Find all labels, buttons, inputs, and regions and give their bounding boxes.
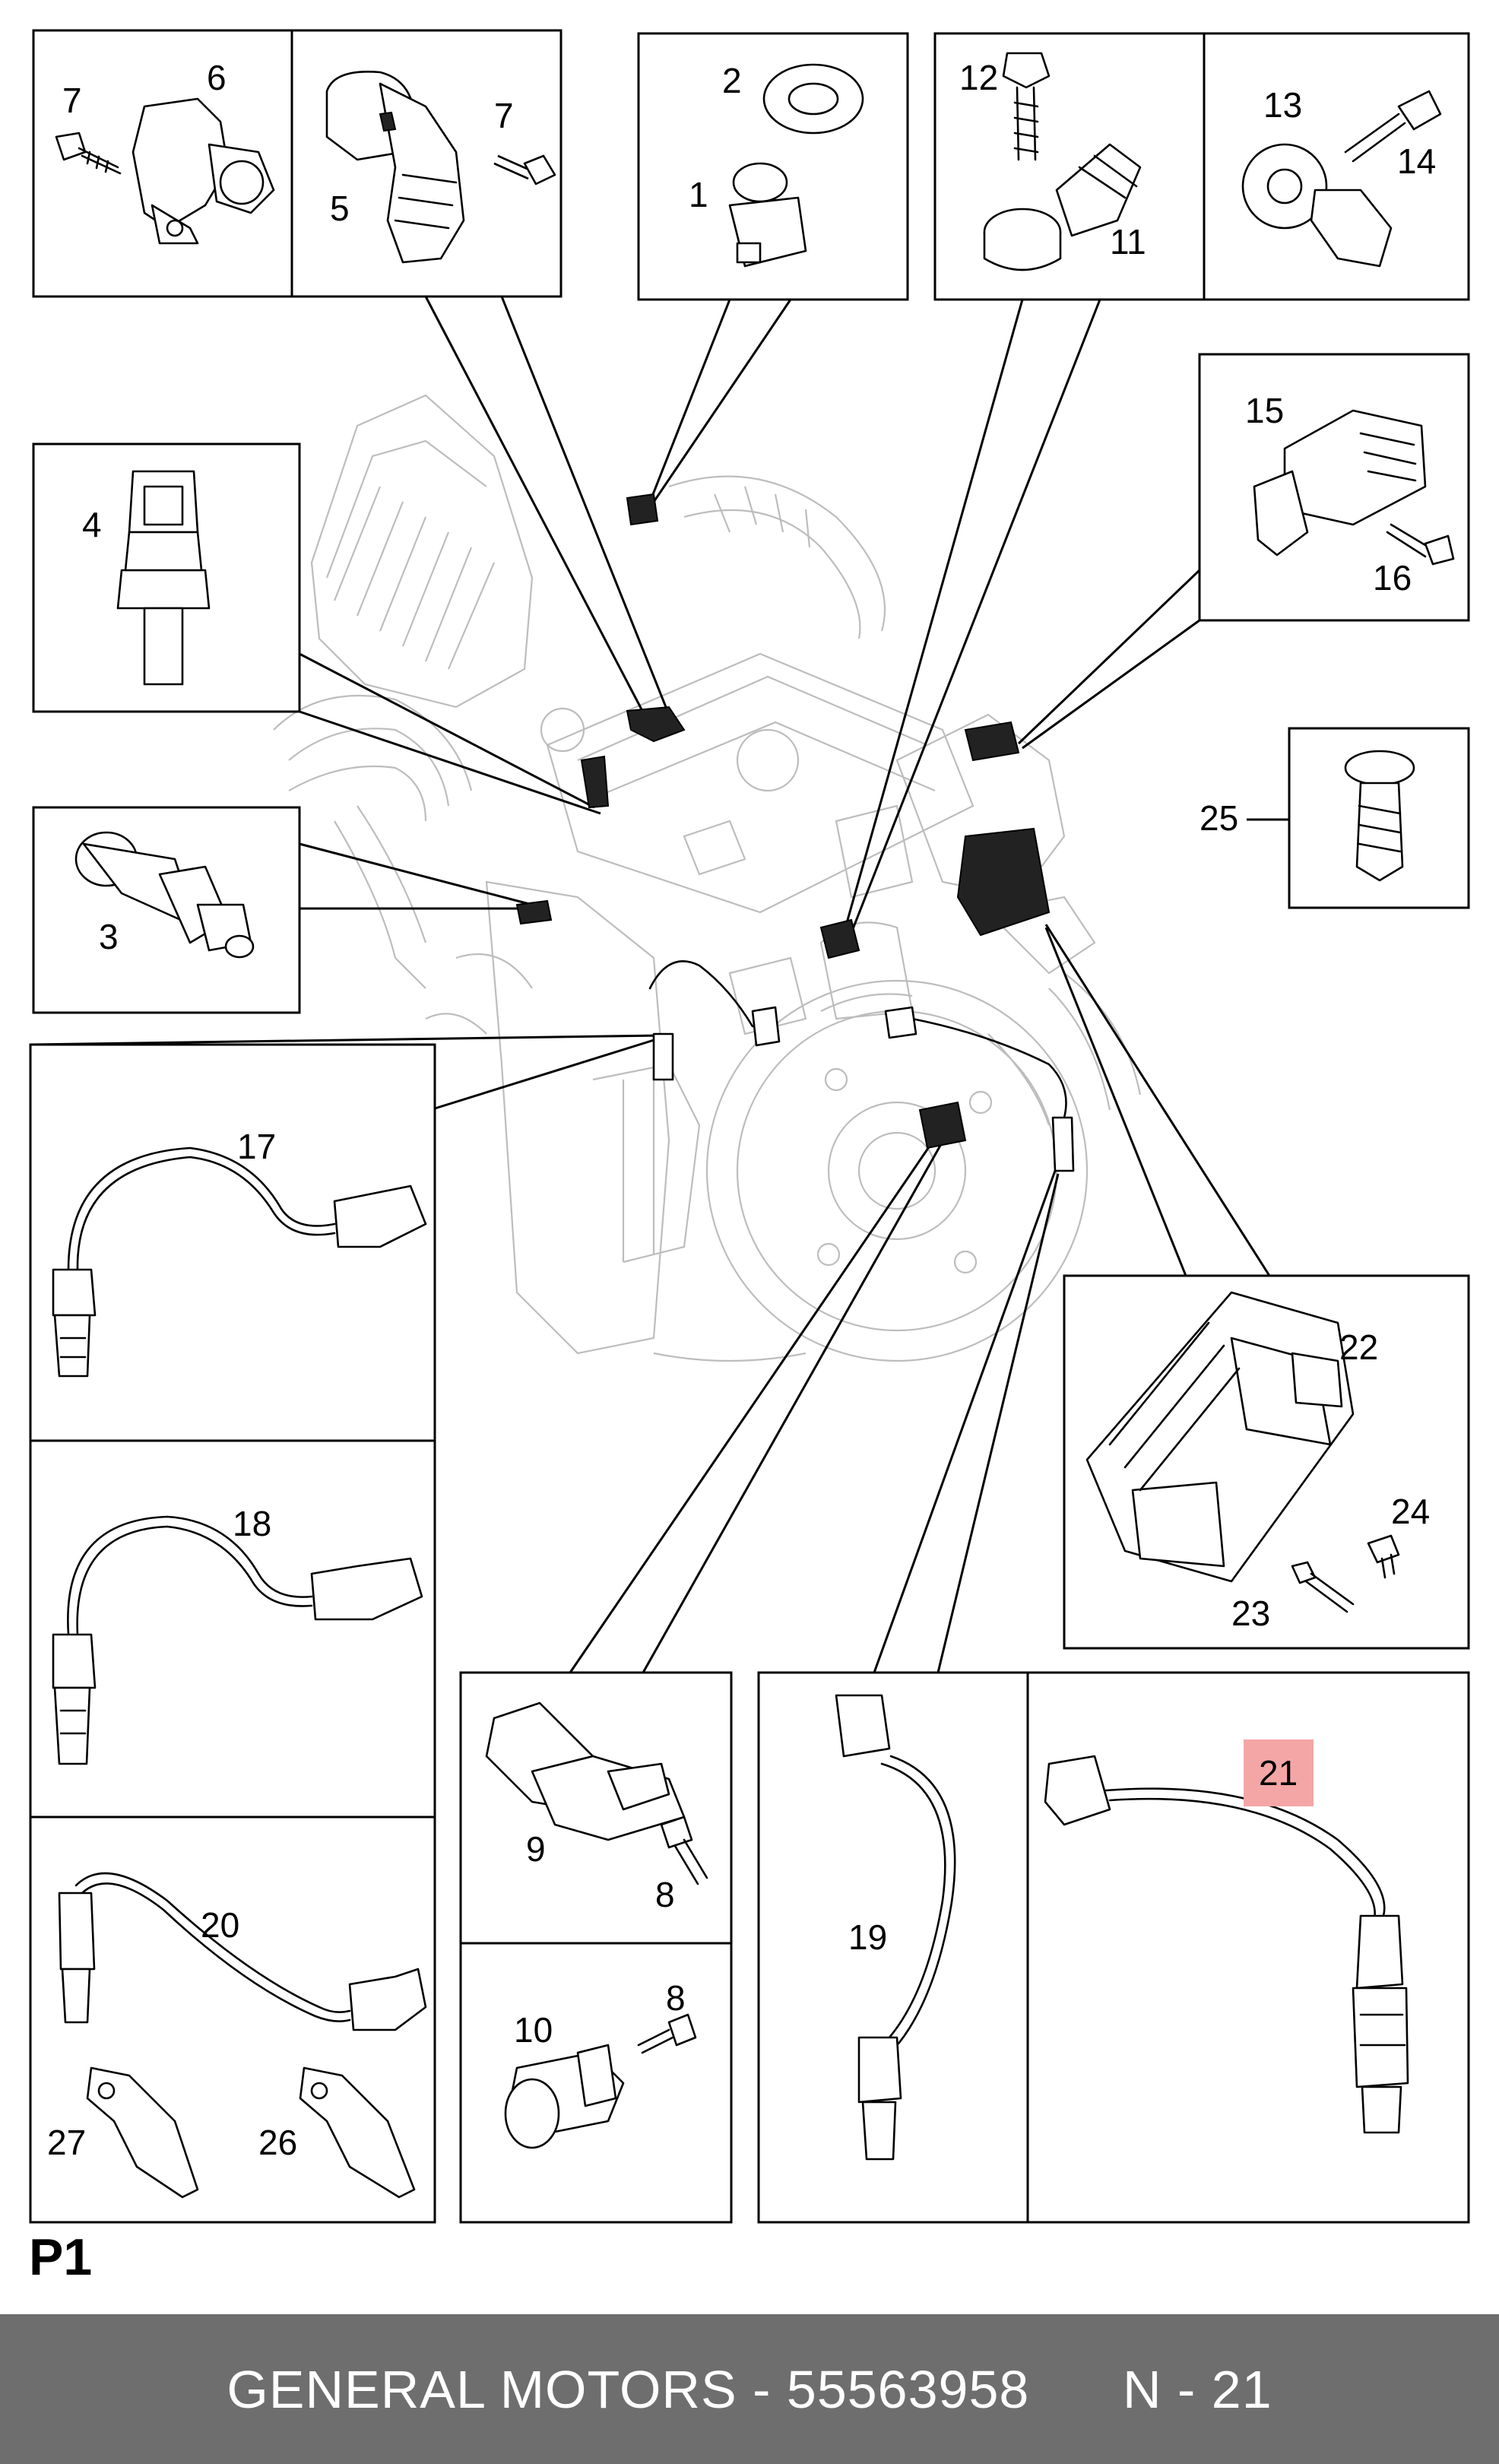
engine-mounted-parts: [515, 493, 1075, 1172]
box-parts-13-14: [1203, 32, 1470, 301]
footer-separator: -: [737, 2359, 787, 2419]
callout-12: 12: [959, 58, 998, 97]
callout-26: 26: [258, 2123, 297, 2162]
footer-text: GENERAL MOTORS - 55563958 N - 21: [227, 2359, 1272, 2420]
part-18-oxygen-sensor: [52, 1515, 423, 1765]
callout-27: 27: [47, 2123, 86, 2162]
part-5-sensor: [325, 71, 465, 264]
callout-22: 22: [1339, 1327, 1378, 1367]
callout-7-right: 7: [494, 96, 514, 135]
box-parts-1-2: [637, 32, 909, 301]
callout-1: 1: [689, 175, 708, 214]
footer-bar: GENERAL MOTORS - 55563958 N - 21: [0, 2314, 1499, 2464]
part-1-temperature-sensor: [728, 162, 807, 268]
engine-ghost-illustration: [273, 394, 1142, 1362]
callout-23: 23: [1231, 1594, 1270, 1633]
box-part-25: [1288, 727, 1470, 909]
box-parts-22-23-24: [1063, 1274, 1470, 1650]
footer-brand: GENERAL MOTORS: [227, 2359, 737, 2419]
part-14-bolt: [1344, 90, 1442, 163]
callout-17: 17: [237, 1127, 276, 1166]
part-17-oxygen-sensor: [52, 1146, 427, 1378]
callout-14: 14: [1397, 141, 1436, 181]
part-24-bolt: [1367, 1534, 1400, 1579]
part-11-knock-sensor: [983, 143, 1142, 271]
callout-13: 13: [1263, 85, 1302, 125]
box-part-21: [1026, 1671, 1470, 2224]
part-12-bolt: [1002, 52, 1051, 161]
part-3-oil-pressure-switch: [74, 831, 255, 959]
callout-4: 4: [82, 505, 102, 544]
part-10-sensor: [504, 2044, 625, 2149]
part-7-bolt-left: [55, 132, 122, 175]
part-19-oxygen-sensor: [835, 1694, 956, 2161]
callout-20: 20: [201, 1905, 239, 1945]
part-15-map-sensor: [1253, 409, 1427, 557]
part-20-oxygen-sensor: [58, 1872, 427, 2031]
callout-15: 15: [1245, 391, 1284, 430]
box-part-4: [32, 442, 301, 713]
part-21-oxygen-sensor: [1044, 1755, 1409, 2134]
footer-part-number: 55563958: [786, 2359, 1030, 2419]
parts-diagram: 7 6 7 5 2 1 12 11 13 14 15 16 4 3 25 17 …: [29, 29, 1470, 2224]
callout-18: 18: [233, 1504, 271, 1543]
callout-16: 16: [1373, 558, 1412, 598]
box-part-18: [29, 1439, 436, 1819]
highlight-marker: [1244, 1739, 1314, 1806]
callout-5: 5: [330, 189, 350, 228]
callout-19: 19: [848, 1917, 887, 1957]
part-7-bolt-right: [493, 154, 556, 186]
box-parts-20-26-27: [29, 1815, 436, 2224]
callout-10: 10: [514, 2010, 553, 2050]
part-13-knock-sensor: [1241, 143, 1393, 268]
part-2-seal-ring: [762, 63, 864, 135]
footer-reference: N - 21: [1123, 2359, 1272, 2419]
callout-11: 11: [1110, 222, 1146, 262]
part-9-crankshaft-sensor: [485, 1701, 686, 1841]
callout-24: 24: [1391, 1492, 1430, 1531]
part-8-bolt-upper: [660, 1815, 708, 1885]
leader-lines: [30, 296, 1289, 1673]
detail-boxes: [29, 29, 1470, 2224]
part-22-control-module: [1085, 1291, 1355, 1583]
callout-21: 21: [1259, 1753, 1298, 1793]
part-16-bolt: [1386, 523, 1455, 566]
part-25-bolt: [1344, 750, 1415, 882]
callout-3: 3: [99, 917, 119, 956]
part-6-camshaft-sensor: [132, 97, 275, 245]
callout-7-left: 7: [62, 81, 82, 120]
callout-8-upper: 8: [655, 1875, 675, 1914]
callout-25: 25: [1200, 798, 1238, 838]
callout-labels: 7 6 7 5 2 1 12 11 13 14 15 16 4 3 25 17 …: [47, 58, 1436, 2162]
part-23-bolt: [1291, 1561, 1355, 1613]
part-27-bracket: [86, 2066, 199, 2199]
box-parts-15-16: [1198, 353, 1470, 622]
box-part-3: [32, 806, 301, 1014]
callout-6: 6: [207, 58, 227, 97]
part-8-bolt-lower: [637, 2013, 697, 2054]
callout-9: 9: [526, 1829, 546, 1869]
part-4-pressure-sensor: [116, 470, 211, 686]
footer-gap: [1029, 2360, 1123, 2419]
callout-2: 2: [722, 61, 742, 100]
box-parts-8-10: [459, 1942, 733, 2224]
part-26-bracket: [299, 2066, 416, 2199]
page-label: P1: [29, 2228, 93, 2286]
callout-8-lower: 8: [666, 1978, 686, 2018]
